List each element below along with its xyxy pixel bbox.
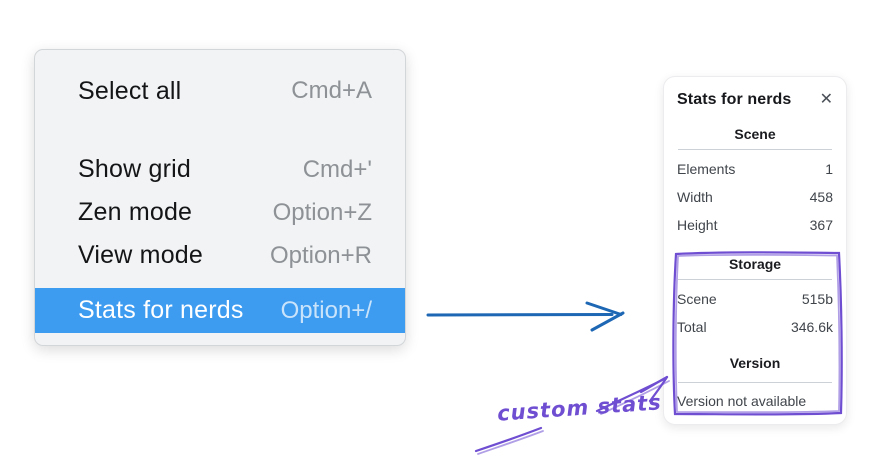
stat-value: 458 [809, 189, 833, 205]
menu-item-view-mode[interactable]: View mode Option+R [35, 234, 405, 277]
stats-panel: Stats for nerds ✕ Scene Elements 1 Width… [663, 76, 847, 425]
stats-section-storage: Storage Scene 515b Total 346.6k [677, 254, 833, 341]
menu-item-zen-mode[interactable]: Zen mode Option+Z [35, 191, 405, 234]
context-menu: Select all Cmd+A Show grid Cmd+' Zen mod… [34, 49, 406, 346]
stat-row-elements: Elements 1 [677, 155, 833, 183]
stats-panel-title: Stats for nerds [677, 91, 792, 108]
stat-value: 1 [825, 161, 833, 177]
menu-item-shortcut: Option+R [269, 241, 372, 269]
stat-row-total-size: Total 346.6k [677, 313, 833, 341]
menu-item-shortcut: Option+Z [272, 198, 372, 226]
menu-item-label: Zen mode [78, 198, 193, 226]
menu-item-shortcut: Cmd+A [291, 77, 372, 104]
version-note: Version not available [677, 393, 807, 409]
stats-section-version: Version Version not available [677, 353, 833, 414]
section-title: Version [729, 355, 781, 371]
stat-label: Width [677, 189, 713, 205]
stats-panel-header: Stats for nerds ✕ [677, 91, 833, 109]
menu-section-bottom: Show grid Cmd+' Zen mode Option+Z View m… [35, 132, 405, 345]
menu-item-label: View mode [78, 241, 204, 269]
menu-item-shortcut: Cmd+' [302, 155, 372, 183]
custom-stats-annotation: custom stats [496, 390, 663, 426]
section-divider [678, 279, 832, 280]
menu-item-stats-for-nerds[interactable]: Stats for nerds Option+/ [35, 288, 405, 333]
stat-row-width: Width 458 [677, 183, 833, 211]
stat-value: 515b [801, 291, 833, 307]
stat-value: 367 [809, 217, 833, 233]
stat-row-height: Height 367 [677, 211, 833, 239]
stats-section-scene: Scene Elements 1 Width 458 Height 367 [677, 124, 833, 239]
stat-value: 346.6k [790, 319, 833, 335]
menu-item-shortcut: Option+/ [280, 296, 372, 324]
menu-item-label: Stats for nerds [78, 296, 244, 324]
stat-label: Height [677, 217, 718, 233]
menu-item-select-all[interactable]: Select all Cmd+A [35, 64, 405, 118]
close-icon[interactable]: ✕ [819, 91, 833, 108]
section-title: Scene [734, 126, 776, 142]
stat-label: Scene [677, 291, 717, 307]
menu-item-show-grid[interactable]: Show grid Cmd+' [35, 148, 405, 191]
menu-item-label: Show grid [78, 155, 191, 183]
stat-label: Elements [677, 161, 736, 177]
menu-item-label: Select all [78, 76, 182, 105]
section-divider [678, 382, 832, 383]
stat-row-scene-size: Scene 515b [677, 285, 833, 313]
stat-label: Total [677, 319, 707, 335]
section-divider [678, 149, 832, 150]
menu-section-top: Select all Cmd+A [35, 50, 405, 132]
section-title: Storage [728, 256, 782, 272]
blue-arrow-icon [426, 301, 625, 332]
